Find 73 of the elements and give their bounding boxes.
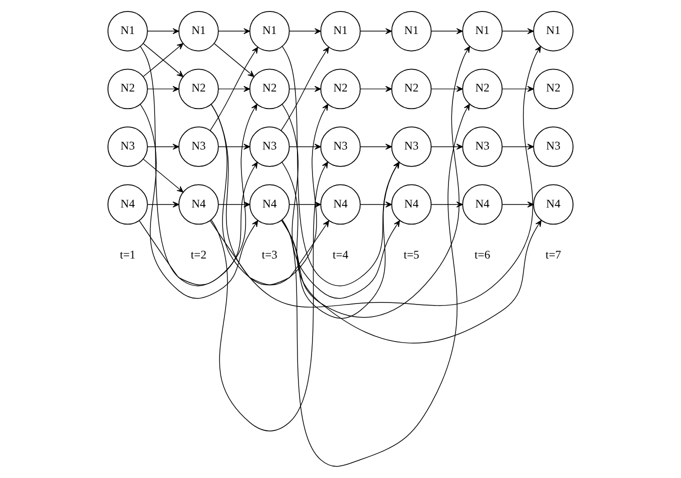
node-circle: N3 (320, 126, 361, 167)
node-circle: N2 (249, 68, 290, 110)
node-circle: N1 (178, 10, 219, 52)
arrow (502, 86, 534, 92)
arrow (430, 144, 463, 150)
node-circle: N2 (320, 68, 361, 110)
node-circle: N1 (462, 10, 503, 52)
node-circle: N3 (533, 126, 574, 167)
arrow (147, 202, 180, 208)
label: t=4 (332, 248, 348, 262)
arrow (360, 86, 392, 92)
node-circle: N3 (107, 126, 148, 167)
node-circle: N4 (391, 184, 432, 225)
arrow (282, 104, 400, 299)
arrow (502, 28, 534, 34)
label: t=7 (545, 248, 562, 262)
node-circle: N1 (391, 10, 432, 52)
node-circle: N2 (107, 68, 148, 110)
arrow (360, 202, 392, 208)
arrow (280, 46, 330, 131)
label: t=3 (262, 248, 278, 262)
label: t=6 (474, 248, 490, 262)
arrow (282, 162, 542, 344)
arrow (143, 158, 184, 193)
arrow (140, 46, 258, 286)
node-circle: N4 (249, 184, 290, 225)
arrow (147, 86, 180, 92)
arrow (502, 202, 534, 208)
arrow (430, 28, 463, 34)
label: t=1 (120, 248, 136, 262)
arrow (210, 162, 328, 432)
node-circle: N4 (107, 184, 148, 225)
node-circle: N1 (249, 10, 290, 52)
node-circle: N1 (320, 10, 361, 52)
arrow (502, 144, 534, 150)
arrow (281, 46, 470, 318)
arrow (430, 86, 463, 92)
node-circle: N1 (533, 10, 574, 52)
node-circle: N3 (391, 126, 432, 167)
node-circle: N2 (391, 68, 432, 110)
node-circle: N2 (462, 68, 503, 110)
node-circle: N4 (462, 184, 503, 225)
label: t=5 (404, 248, 420, 262)
node-circle: N4 (178, 184, 219, 225)
node-circle: N2 (533, 68, 574, 110)
node-circle: N2 (178, 68, 219, 110)
arrow (218, 86, 250, 92)
arrow (430, 202, 463, 208)
arrow (214, 43, 254, 77)
node-circle: N3 (178, 126, 219, 167)
label: t=2 (190, 248, 206, 262)
node-circle: N3 (462, 126, 503, 167)
arrow (210, 46, 258, 131)
arrow (147, 28, 180, 34)
node-circle: N4 (320, 184, 361, 225)
arrow (289, 28, 322, 34)
arrow (289, 144, 322, 150)
arrow (289, 86, 322, 92)
arrow (281, 162, 400, 319)
arrow (147, 144, 180, 150)
arrow (210, 46, 541, 308)
arrow (282, 104, 470, 467)
arrow (218, 28, 250, 34)
arrow (360, 144, 392, 150)
arrow (360, 28, 392, 34)
node-circle: N1 (107, 10, 148, 52)
node-circle: N4 (533, 184, 574, 225)
arrow (218, 202, 250, 208)
arrow (218, 144, 250, 150)
arrow (143, 43, 184, 77)
arrow (282, 46, 400, 286)
node-circle: N3 (249, 126, 290, 167)
arrow (289, 202, 322, 208)
